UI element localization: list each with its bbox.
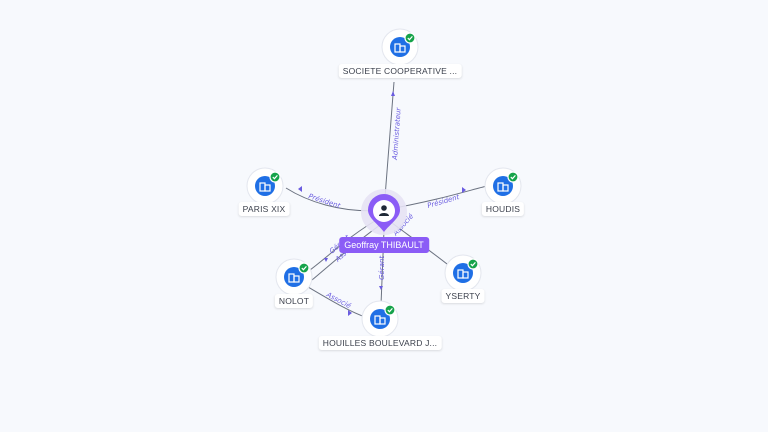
company-node-societe[interactable] [381, 28, 419, 66]
building-icon [394, 43, 406, 53]
company-node-nolot[interactable] [275, 258, 313, 296]
company-node-houilles[interactable] [361, 300, 399, 338]
company-label-houilles[interactable]: HOUILLES BOULEVARD J... [318, 336, 442, 350]
verified-check-icon [384, 304, 396, 316]
arrow-societe [391, 91, 395, 96]
edge-label-nolot-houilles: Associé [324, 290, 353, 310]
person-node-inner [373, 200, 395, 222]
edge-label-houilles: Gérant [378, 256, 386, 280]
company-node-parisxix[interactable] [246, 167, 284, 205]
verified-check-icon [467, 258, 479, 270]
company-node-houdis[interactable] [484, 167, 522, 205]
edge-label-houdis: Président [426, 193, 460, 210]
edge-label-societe: Administrateur [391, 106, 403, 161]
building-icon [374, 315, 386, 325]
verified-check-icon [404, 32, 416, 44]
verified-check-icon [298, 262, 310, 274]
arrow-houilles [379, 286, 383, 290]
company-node-yserty[interactable] [444, 254, 482, 292]
arrow-nolot-gerant [324, 258, 328, 262]
person-node[interactable] [361, 189, 407, 235]
verified-check-icon [507, 171, 519, 183]
building-icon [288, 273, 300, 283]
arrow-houdis [462, 187, 466, 193]
edge-label-parisxix: Président [307, 192, 341, 210]
person-name-label[interactable]: Geoffray THIBAULT [339, 237, 429, 253]
company-label-houdis[interactable]: HOUDIS [481, 202, 525, 216]
edge-arrows [298, 91, 466, 316]
building-icon [457, 269, 469, 279]
company-label-societe[interactable]: SOCIETE COOPERATIVE ... [338, 64, 462, 78]
verified-check-icon [269, 171, 281, 183]
company-nodes[interactable] [246, 28, 522, 338]
company-label-nolot[interactable]: NOLOT [274, 294, 314, 308]
arrow-nolot-houilles [348, 310, 352, 316]
person-icon [379, 205, 389, 216]
company-label-parisxix[interactable]: PARIS XIX [238, 202, 290, 216]
building-icon [259, 182, 271, 192]
company-label-yserty[interactable]: YSERTY [441, 289, 485, 303]
building-icon [497, 182, 509, 192]
arrow-parisxix [298, 186, 302, 192]
